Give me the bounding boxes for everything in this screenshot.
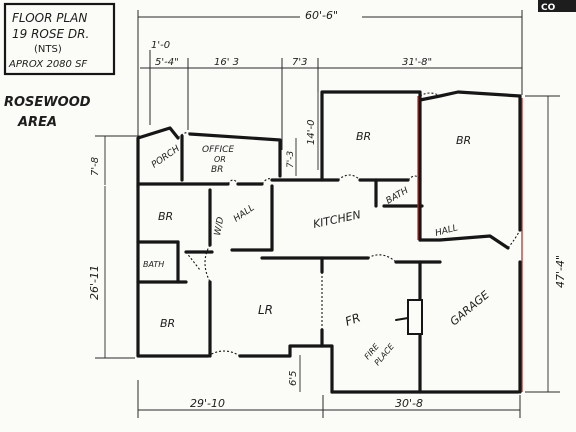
label-br-bottom-left: BR bbox=[160, 317, 175, 330]
dim-label-bg bbox=[300, 8, 362, 22]
dim-depth-label: 47'-4" bbox=[554, 255, 567, 288]
dim-depth: 47'-4" bbox=[525, 95, 567, 393]
label-office-3: BR bbox=[211, 165, 223, 175]
door-hall-right bbox=[367, 254, 397, 263]
dim-seg-1: 1'-0 bbox=[151, 40, 170, 51]
title-block: FLOOR PLAN 19 ROSE DR. (NTS) APROX 2080 … bbox=[3, 2, 116, 76]
dim-bottom: 29'-10 30'-8 6'5 bbox=[137, 355, 521, 418]
title-line-3: (NTS) bbox=[34, 44, 62, 55]
label-fr: FR bbox=[343, 310, 362, 328]
label-hall-left: HALL bbox=[232, 203, 257, 224]
logo-background bbox=[538, 0, 576, 12]
wall-hall-kitchen bbox=[230, 184, 274, 252]
door-br-right bbox=[419, 92, 441, 97]
title-box bbox=[3, 2, 116, 76]
wall-br-right-top bbox=[418, 90, 522, 102]
corner-logo: CO bbox=[538, 0, 576, 13]
door-br-mid bbox=[337, 174, 361, 181]
wall-porch bbox=[136, 126, 180, 188]
dim-bump: 6'5 bbox=[288, 371, 299, 386]
door-bath-left bbox=[185, 251, 201, 271]
door-office bbox=[227, 179, 239, 185]
title-line-4: APROX 2080 SF bbox=[8, 59, 87, 70]
label-office-2: OR bbox=[214, 155, 226, 164]
label-bath-left: BATH bbox=[143, 260, 164, 269]
door-hall bbox=[261, 178, 273, 185]
door-garage bbox=[507, 229, 521, 249]
logo-text: CO bbox=[541, 3, 556, 13]
label-bath-mid: BATH bbox=[385, 186, 411, 207]
dim-bedroom-top: 14'-0 bbox=[306, 120, 317, 145]
dim-office-height: 7'-8 bbox=[90, 157, 101, 176]
wall-br-right-bottom bbox=[418, 234, 510, 250]
fireplace-leader bbox=[395, 317, 409, 321]
room-labels: PORCH OFFICE OR BR BR W/D HALL BATH BR L… bbox=[143, 130, 492, 367]
label-br-top-mid: BR bbox=[356, 130, 371, 143]
area-label-2: AREA bbox=[17, 115, 57, 130]
wall-office-top bbox=[188, 132, 282, 178]
dim-seg-3: 16' 3 bbox=[214, 57, 239, 68]
dim-bottom-right: 30'-8 bbox=[395, 397, 423, 410]
title-line-2: 19 ROSE DR. bbox=[12, 27, 89, 41]
dim-overall-label: 60'-6" bbox=[305, 9, 338, 22]
label-br-top-left: BR bbox=[158, 210, 173, 223]
title-line-1: FLOOR PLAN bbox=[12, 11, 87, 25]
walls bbox=[136, 90, 522, 394]
dim-left-wing-height: 26'-11 bbox=[88, 265, 101, 300]
dim-seg-5: 31'-8" bbox=[402, 57, 432, 68]
label-hall-right: HALL bbox=[434, 223, 459, 239]
dim-bottom-left: 29'-10 bbox=[190, 397, 225, 410]
doors bbox=[177, 92, 521, 357]
label-br-top-right: BR bbox=[456, 134, 471, 147]
door-porch bbox=[177, 132, 191, 139]
label-garage: GARAGE bbox=[448, 288, 492, 328]
label-office-1: OFFICE bbox=[202, 145, 234, 155]
label-porch: PORCH bbox=[150, 144, 182, 171]
dim-hall-small: 7'-3 bbox=[286, 151, 296, 168]
wall-lr-bottom bbox=[238, 344, 334, 394]
area-label-1: ROSEWOOD bbox=[4, 95, 91, 110]
dim-seg-4: 7'3 bbox=[292, 57, 307, 68]
dim-seg-2: 5'-4" bbox=[155, 57, 179, 68]
label-lr: LR bbox=[258, 303, 273, 317]
dim-left: 7'-8 26'-11 bbox=[88, 135, 140, 359]
door-br-bottom bbox=[207, 350, 241, 357]
label-wd: W/D bbox=[213, 216, 226, 236]
fireplace bbox=[407, 299, 423, 335]
label-kitchen: KITCHEN bbox=[312, 208, 362, 231]
wall-bedroom-mid bbox=[320, 90, 422, 182]
door-bath-mid bbox=[407, 175, 421, 181]
dim-overall-width: 60'-6" bbox=[137, 8, 523, 180]
dim-segments: 1'-0 5'-4" 16' 3 7'3 31'-8" bbox=[140, 40, 522, 150]
